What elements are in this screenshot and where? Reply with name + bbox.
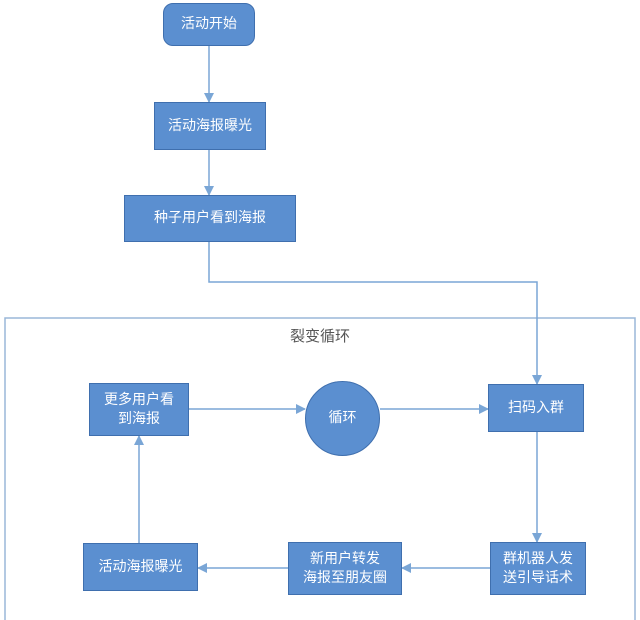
node-more-users-line-1: 更多用户看 [104, 391, 174, 408]
node-activity-start: 活动开始 [163, 3, 255, 46]
node-new-user-share-line-2: 海报至朋友圈 [303, 569, 387, 586]
node-poster-exposure-bottom: 活动海报曝光 [83, 543, 198, 591]
fission-loop-label: 裂变循环 [270, 325, 370, 346]
node-loop: 循环 [305, 381, 380, 456]
node-poster-exposure-top-label: 活动海报曝光 [168, 117, 252, 134]
node-new-user-share-line-1: 新用户转发 [310, 550, 380, 567]
node-poster-exposure-top: 活动海报曝光 [154, 102, 266, 150]
node-bot-message: 群机器人发 送引导话术 [490, 542, 586, 595]
node-scan-join-group: 扫码入群 [488, 384, 584, 432]
node-more-users-line-2: 到海报 [118, 410, 160, 427]
node-bot-message-line-1: 群机器人发 [503, 550, 573, 567]
edge-seed-to-scan [208, 242, 542, 385]
node-more-users: 更多用户看 到海报 [89, 383, 189, 436]
node-new-user-share: 新用户转发 海报至朋友圈 [288, 542, 402, 595]
node-loop-label: 循环 [328, 410, 357, 426]
node-poster-exposure-bottom-label: 活动海报曝光 [98, 558, 183, 575]
node-scan-join-group-label: 扫码入群 [508, 399, 564, 416]
fission-loop-boundary [4, 317, 636, 620]
node-seed-users: 种子用户看到海报 [124, 195, 296, 242]
node-activity-start-label: 活动开始 [181, 16, 237, 32]
node-bot-message-line-2: 送引导话术 [503, 569, 573, 586]
node-seed-users-label: 种子用户看到海报 [154, 210, 266, 226]
